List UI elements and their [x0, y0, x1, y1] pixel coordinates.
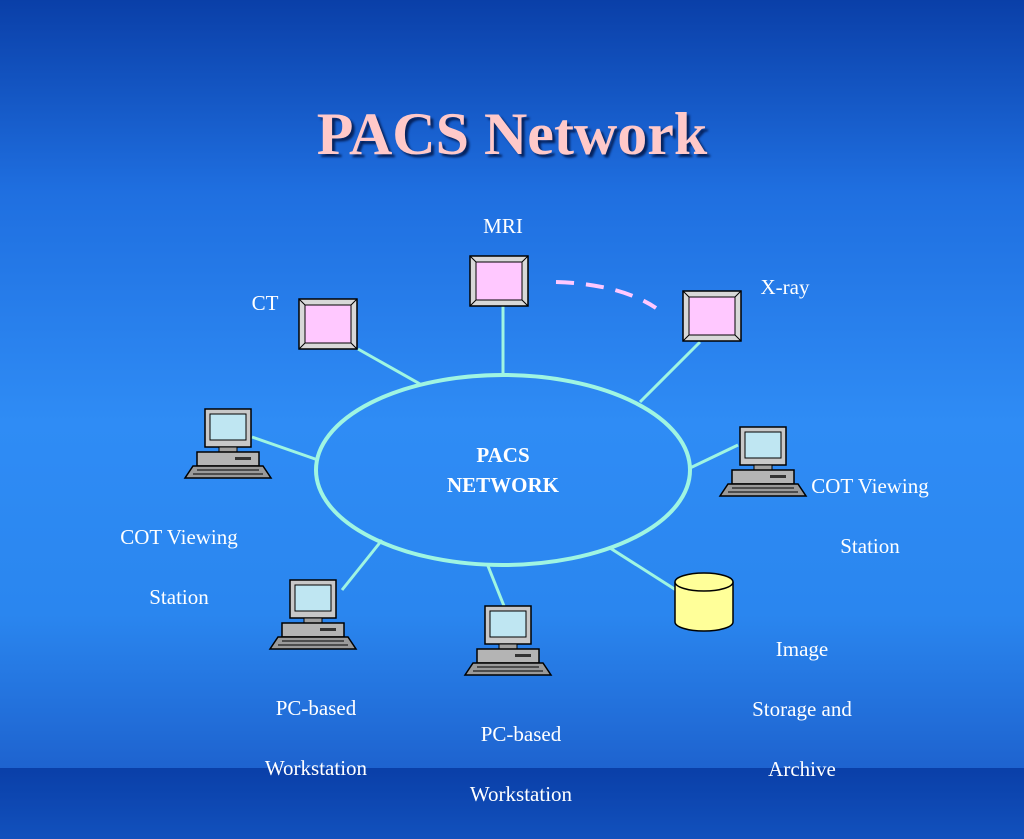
network-diagram [184, 255, 807, 676]
cot-right-line2: Station [840, 534, 900, 558]
cot-left-line2: Station [149, 585, 209, 609]
cot-right-line1: COT Viewing [811, 474, 929, 498]
modality-box-icon [682, 290, 742, 342]
ct-label: CT [251, 291, 279, 315]
pacs-network-label-line1: PACS [476, 443, 530, 467]
xray-label: X-ray [760, 275, 810, 299]
pc-left-line2: Workstation [264, 756, 368, 780]
pacs-network-ring [314, 373, 692, 567]
computer-icon [184, 408, 272, 479]
mri-label: MRI [483, 214, 523, 238]
modality-box-icon [469, 255, 529, 307]
link-storage [609, 546, 677, 592]
link-cot-left [251, 435, 319, 462]
link-cot-right [689, 443, 739, 470]
slide: PACS Network [99, 101, 950, 676]
cot-viewing-station-left-label: COT Viewing Station [99, 492, 259, 642]
pc-left-line1: PC-based [275, 696, 357, 720]
storage-line3: Archive [768, 757, 836, 781]
modality-box-icon [298, 298, 358, 350]
pc-workstation-left-label: PC-based Workstation [236, 663, 396, 813]
cot-left-line1: COT Viewing [120, 525, 238, 549]
link-pc-center [486, 565, 506, 607]
database-cylinder-icon [674, 572, 734, 632]
pacs-network-label: PACS NETWORK [423, 440, 583, 500]
dashed-link-mri-xray [555, 280, 658, 310]
cot-viewing-station-right-label: COT Viewing Station [790, 441, 950, 591]
pc-workstation-center-label: PC-based Workstation [441, 689, 601, 839]
slide-title: PACS Network [316, 101, 708, 167]
storage-line2: Storage and [752, 697, 852, 721]
link-pc-left [340, 539, 384, 591]
network-links [251, 306, 739, 607]
pacs-network-label-line2: NETWORK [446, 473, 559, 497]
storage-line1: Image [775, 637, 829, 661]
link-xray [638, 340, 702, 404]
pc-center-line1: PC-based [480, 722, 562, 746]
image-storage-archive-label: Image Storage and Archive [722, 604, 882, 814]
computer-icon [464, 605, 552, 676]
pc-center-line2: Workstation [469, 782, 573, 806]
link-ct [357, 347, 421, 386]
